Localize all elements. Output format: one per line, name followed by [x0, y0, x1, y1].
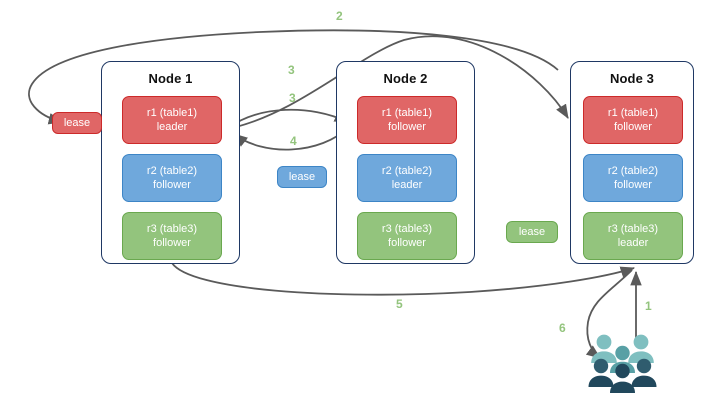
user-front-right-icon: [631, 358, 657, 387]
replica-label: r2 (table2) follower: [608, 164, 658, 192]
replica-line2: leader: [156, 121, 188, 133]
node-title-node-1: Node 1: [148, 71, 193, 86]
replica-line2: leader: [391, 179, 423, 191]
replica-line1: r3 (table3): [146, 223, 198, 235]
replica-label: r2 (table2) leader: [382, 164, 432, 192]
replica-line1: r1 (table1): [381, 107, 433, 119]
replica-node-3-r3[interactable]: r3 (table3) leader: [583, 212, 683, 260]
user-back-left-icon: [591, 334, 617, 363]
edge-5-node1-to-node3: [171, 262, 636, 296]
replica-line2: follower: [614, 121, 652, 133]
replica-label: r1 (table1) follower: [382, 106, 432, 134]
replica-node-2-r2[interactable]: r2 (table2) leader: [357, 154, 457, 202]
edge-label-3a: 3: [288, 63, 295, 77]
edge-label-2: 2: [336, 9, 343, 23]
edge-6-node3-to-users: [585, 269, 633, 359]
replica-line2: follower: [388, 121, 426, 133]
replica-line1: r1 (table1): [607, 107, 659, 119]
replica-line2: follower: [153, 179, 191, 191]
replica-label: r2 (table2) follower: [147, 164, 197, 192]
edge-label-6: 6: [559, 321, 566, 335]
node-title-node-3: Node 3: [610, 71, 654, 86]
edge-label-1: 1: [645, 299, 652, 313]
replica-line1: r3 (table3): [607, 223, 659, 235]
replica-node-1-r1[interactable]: r1 (table1) leader: [122, 96, 222, 144]
replica-line1: r2 (table2): [607, 165, 659, 177]
edge-label-4: 4: [290, 134, 297, 148]
replica-label: r1 (table1) leader: [147, 106, 197, 134]
edge-2-node3-to-lease: [28, 29, 559, 125]
node-box-node-2[interactable]: Node 2 r1 (table1) follower r2 (table2) …: [336, 61, 475, 264]
replica-node-1-r2[interactable]: r2 (table2) follower: [122, 154, 222, 202]
replica-line2: leader: [617, 237, 649, 249]
replica-line1: r2 (table2): [146, 165, 198, 177]
replica-node-3-r2[interactable]: r2 (table2) follower: [583, 154, 683, 202]
replica-label: r1 (table1) follower: [608, 106, 658, 134]
users-group-icon: [588, 334, 657, 393]
user-front-center-icon: [610, 363, 635, 393]
lease-badge-table1[interactable]: lease: [52, 112, 102, 134]
replica-label: r3 (table3) follower: [382, 222, 432, 250]
user-front-left-icon: [588, 358, 614, 387]
user-back-right-icon: [628, 334, 654, 363]
replica-node-2-r1[interactable]: r1 (table1) follower: [357, 96, 457, 144]
replica-node-2-r3[interactable]: r3 (table3) follower: [357, 212, 457, 260]
replica-node-1-r3[interactable]: r3 (table3) follower: [122, 212, 222, 260]
node-box-node-3[interactable]: Node 3 r1 (table1) follower r2 (table2) …: [570, 61, 694, 264]
replica-line1: r3 (table3): [381, 223, 433, 235]
replica-label: r3 (table3) follower: [147, 222, 197, 250]
edge-3-node1-to-node2: [229, 108, 349, 128]
lease-badge-table3[interactable]: lease: [506, 221, 558, 243]
replica-node-3-r1[interactable]: r1 (table1) follower: [583, 96, 683, 144]
edge-label-3b: 3: [289, 91, 296, 105]
edge-3-node1-to-node3: [231, 35, 569, 129]
node-title-node-2: Node 2: [383, 71, 428, 86]
replica-line2: follower: [614, 179, 652, 191]
replica-label: r3 (table3) leader: [608, 222, 658, 250]
lease-badge-table2[interactable]: lease: [277, 166, 327, 188]
replica-line2: follower: [153, 237, 191, 249]
node-box-node-1[interactable]: Node 1 r1 (table1) leader r2 (table2) fo…: [101, 61, 240, 264]
replica-line1: r1 (table1): [146, 107, 198, 119]
replica-line1: r2 (table2): [381, 165, 433, 177]
replica-line2: follower: [388, 237, 426, 249]
edge-label-5: 5: [396, 297, 403, 311]
